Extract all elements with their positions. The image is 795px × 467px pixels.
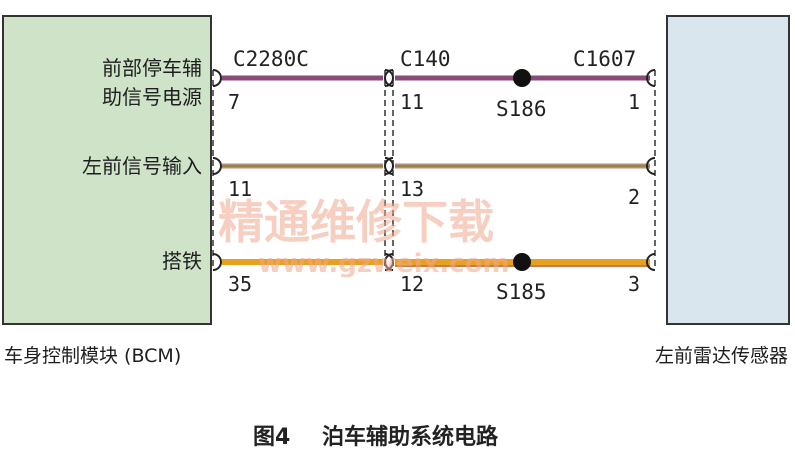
pin-arc-1c xyxy=(384,69,394,87)
circuit-2: 左前信号输入 11 13 2 xyxy=(82,154,656,209)
watermark-text: 精通维修下载 xyxy=(218,195,494,249)
circuit-3: 搭铁 35 12 3 S185 xyxy=(162,249,656,304)
circuit-2-label: 左前信号输入 xyxy=(82,154,202,178)
connector-c2280c-label: C2280C xyxy=(233,47,309,71)
pin-right-3: 3 xyxy=(628,272,640,296)
radar-sensor-box xyxy=(666,15,790,325)
pin-arc-3d xyxy=(646,253,656,271)
pin-arc-2a xyxy=(212,157,222,175)
splice-s186-label: S186 xyxy=(496,97,547,121)
pin-arc-2c xyxy=(384,157,394,175)
circuit-1: 前部停车辅 助信号电源 7 11 1 S186 xyxy=(102,56,656,121)
pin-arc-1b xyxy=(384,69,394,87)
pin-mid-1: 11 xyxy=(400,90,424,114)
pin-arc-1a xyxy=(212,69,222,87)
pin-mid-2: 13 xyxy=(400,177,424,201)
splice-s185-dot xyxy=(513,253,531,271)
circuit-1-label-line1: 前部停车辅 xyxy=(102,56,202,80)
pin-arc-3c xyxy=(384,253,394,271)
circuit-1-label-line2: 助信号电源 xyxy=(102,85,202,109)
pin-arc-2d xyxy=(646,157,656,175)
splice-s185-label: S185 xyxy=(496,280,547,304)
pin-arc-3b xyxy=(384,253,394,271)
bcm-module-name: 车身控制模块 (BCM) xyxy=(4,345,181,367)
pin-mid-3: 12 xyxy=(400,272,424,296)
pin-left-2: 11 xyxy=(228,177,252,201)
figure-number: 图4 xyxy=(253,425,290,450)
watermark-url: www.gzweix.com xyxy=(258,249,510,279)
splice-s186-dot xyxy=(513,69,531,87)
bcm-module-box xyxy=(2,15,212,325)
pin-arc-3a xyxy=(212,253,222,271)
pin-left-3: 35 xyxy=(228,272,252,296)
figure-title: 泊车辅助系统电路 xyxy=(322,424,499,450)
circuit-3-label: 搭铁 xyxy=(162,249,202,273)
connector-c1607-label: C1607 xyxy=(573,47,636,71)
pin-right-1: 1 xyxy=(628,90,640,114)
pin-right-2: 2 xyxy=(628,185,640,209)
pin-arc-1d xyxy=(646,69,656,87)
pin-arc-2b xyxy=(384,157,394,175)
pin-left-1: 7 xyxy=(228,90,240,114)
connector-c140-label: C140 xyxy=(400,47,451,71)
radar-module-name: 左前雷达传感器 xyxy=(655,345,788,367)
